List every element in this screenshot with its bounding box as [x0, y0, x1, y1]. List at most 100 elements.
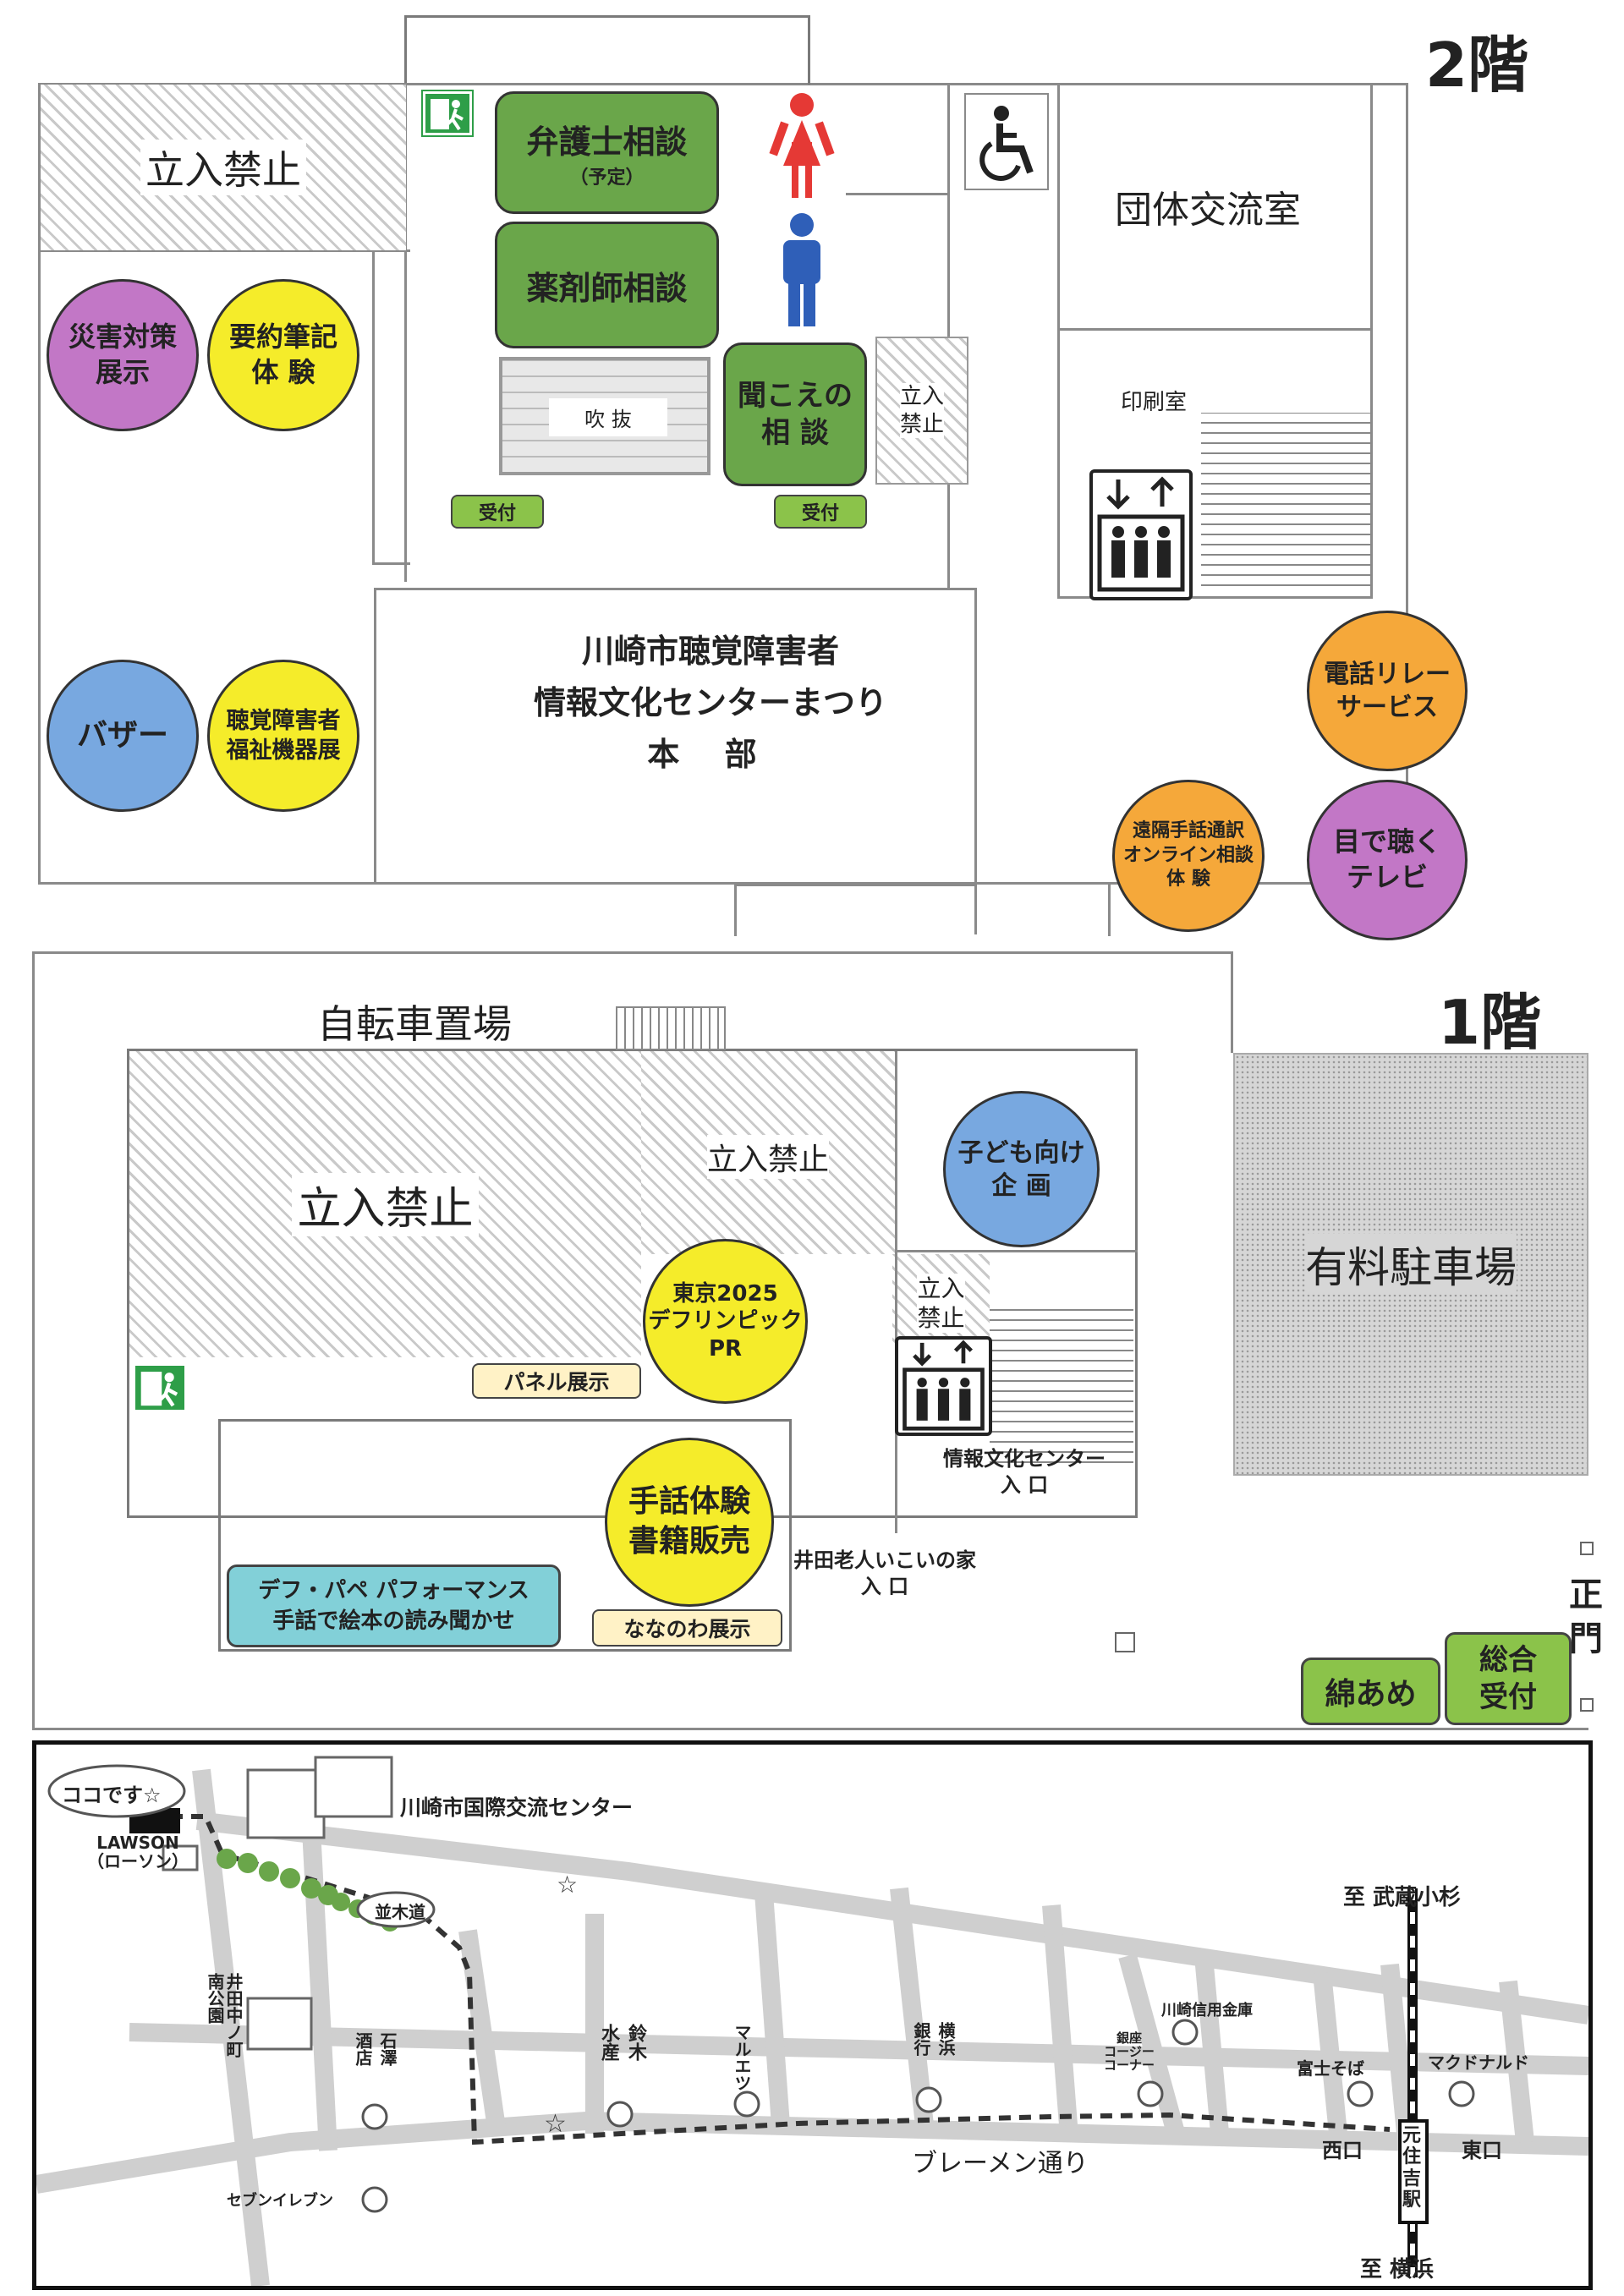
group-room-label: 団体交流室: [1115, 189, 1301, 232]
shinkin-bank-label: 川崎信用金庫: [1161, 2002, 1253, 2019]
wall: [372, 562, 410, 565]
panel-exhibit-badge: パネル展示: [472, 1363, 641, 1399]
west-exit-label: 西口: [1322, 2139, 1363, 2162]
stairs: [1201, 413, 1370, 595]
atrium: 吹 抜: [499, 357, 710, 475]
wall: [846, 193, 947, 195]
pharmacist-label: 薬剤師相談: [526, 269, 688, 307]
deaflympics-circle: 東京2025 デフリンピック PR: [643, 1239, 808, 1404]
map-roads: ☆ ☆: [36, 1756, 1588, 2286]
fujisoba-label: 富士そば: [1297, 2058, 1364, 2079]
seven-eleven-label: セブンイレブン: [227, 2192, 333, 2210]
floor1-title: 1階: [1438, 987, 1542, 1058]
festival-headquarters: 川崎市聴覚障害者 情報文化センターまつり 本 部: [482, 626, 939, 780]
reception-label: 受付: [801, 503, 839, 524]
telephone-relay-circle: 電話リレー サービス: [1307, 611, 1468, 771]
performance-label: デフ・パペ パフォーマンス 手話で絵本の読み聞かせ: [258, 1577, 529, 1634]
remote-interpretation-circle: 遠隔手話通訳 オンライン相談 体 験: [1112, 780, 1265, 932]
cotton-candy-booth: 綿あめ: [1301, 1658, 1440, 1725]
pillar: [1115, 1632, 1135, 1652]
restricted-area-1f-small: 立入 禁止: [892, 1254, 990, 1351]
emergency-exit-icon: [421, 90, 474, 137]
bazaar-circle: バザー: [47, 660, 199, 812]
wall: [32, 1728, 1588, 1730]
suzuki-fish-label: 鈴木 水産: [598, 2024, 646, 2061]
wall: [734, 884, 737, 936]
wall: [1370, 83, 1373, 599]
wall: [374, 588, 976, 590]
paid-parking-lot: 有料駐車場: [1233, 1053, 1588, 1476]
hq-line2: 情報文化センターまつり: [533, 683, 887, 721]
wall: [974, 588, 977, 934]
general-reception-label: 総合 受付: [1479, 1642, 1537, 1714]
restricted-label: 立入 禁止: [917, 1273, 965, 1333]
elderly-home-entrance-label: 井田老人いこいの家 入 口: [793, 1548, 976, 1599]
main-gate-label: 正 門: [1569, 1575, 1603, 1658]
wall: [1057, 328, 1370, 331]
sign-language-books-circle: 手話体験 書籍販売: [605, 1438, 774, 1607]
to-musashikosugi-label: 至 武蔵小杉: [1343, 1885, 1462, 1910]
welfare-equipment-circle: 聴覚障害者 福祉機器展: [207, 660, 359, 812]
to-yokohama-label: 至 横浜: [1360, 2257, 1435, 2282]
hearing-label: 聞こえの 相 談: [738, 378, 853, 450]
bremen-street-label: ブレーメン通り: [912, 2149, 1089, 2178]
deaf-puppet-performance-box: デフ・パペ パフォーマンス 手話で絵本の読み聞かせ: [227, 1564, 561, 1647]
wall: [736, 884, 977, 886]
gate-post: [1580, 1542, 1594, 1555]
accessible-toilet-icon: [964, 93, 1049, 190]
restricted-area-1f-big: 立入禁止: [129, 1051, 641, 1357]
floor2-stair-top: [404, 15, 810, 85]
park-label: 井田中ノ町 南公園: [205, 1973, 244, 2058]
restricted-label: 立入 禁止: [899, 383, 944, 438]
wall: [895, 1250, 1138, 1252]
ishizawa-liquor-label: 石澤 酒店: [353, 2032, 398, 2066]
mcdonalds-label: マクドナルド: [1428, 2052, 1529, 2073]
stairs: [990, 1302, 1133, 1471]
access-map: ☆ ☆ ココです☆ LAWSON （ローソン） 川崎市国際交流センター 並木道 …: [32, 1740, 1593, 2290]
hq-line1: 川崎市聴覚障害者: [581, 633, 839, 670]
reception-left-badge: 受付: [451, 495, 544, 529]
male-toilet-icon: [768, 211, 836, 330]
wall: [372, 252, 375, 565]
lawyer-consultation-booth: 弁護士相談 （予定）: [495, 91, 719, 214]
bicycle-parking-label: 自転車置場: [317, 1001, 512, 1047]
ginza-cozy-corner-label: 銀座 コージー コーナー: [1104, 2030, 1155, 2073]
print-room-label: 印刷室: [1121, 390, 1188, 415]
restricted-area-1f-mid: 立入禁止: [641, 1051, 895, 1254]
wall: [1231, 951, 1233, 1053]
yokohama-bank-label: 横浜 銀行: [911, 2022, 956, 2056]
hall-1f: [218, 1419, 792, 1652]
svg-text:☆: ☆: [557, 1871, 578, 1899]
east-exit-label: 東口: [1462, 2139, 1502, 2162]
restricted-label: 立入禁止: [140, 140, 306, 195]
restricted-label: 立入禁止: [706, 1135, 829, 1179]
general-reception-booth: 総合 受付: [1445, 1632, 1572, 1725]
center-entrance-label: 情報文化センター 入 口: [943, 1447, 1106, 1498]
hearing-consultation-booth: 聞こえの 相 談: [723, 342, 867, 486]
stairs: [616, 1006, 726, 1050]
elevator-icon: [1089, 469, 1193, 600]
reception-right-badge: 受付: [774, 495, 867, 529]
cotton-candy-label: 綿あめ: [1325, 1677, 1417, 1712]
panel-label: パネル展示: [503, 1370, 610, 1395]
motosumiyoshi-station-label: 元 住 吉 駅: [1402, 2125, 1422, 2211]
parking-label: 有料駐車場: [1305, 1234, 1517, 1295]
wall: [32, 951, 1233, 954]
wall: [1057, 596, 1370, 599]
wall: [404, 83, 407, 582]
lawyer-note: （予定）: [569, 167, 645, 189]
lawson-label: LAWSON （ローソン）: [87, 1833, 189, 1871]
elevator-icon: [895, 1336, 992, 1436]
disaster-exhibit-circle: 災害対策 展示: [47, 279, 199, 431]
wall: [38, 249, 410, 252]
restricted-area-2f-left: 立入禁止: [41, 85, 406, 250]
wall: [32, 951, 35, 1729]
gate-post: [1580, 1698, 1594, 1712]
restricted-label: 立入禁止: [292, 1172, 479, 1236]
nanowa-exhibit-badge: ななのわ展示: [592, 1609, 782, 1647]
wall: [895, 1051, 897, 1533]
here-marker-label: ココです☆: [62, 1784, 162, 1807]
emergency-exit-icon: [135, 1366, 184, 1410]
lawyer-title: 弁護士相談: [526, 123, 688, 161]
nanowa-label: ななのわ展示: [623, 1617, 751, 1641]
